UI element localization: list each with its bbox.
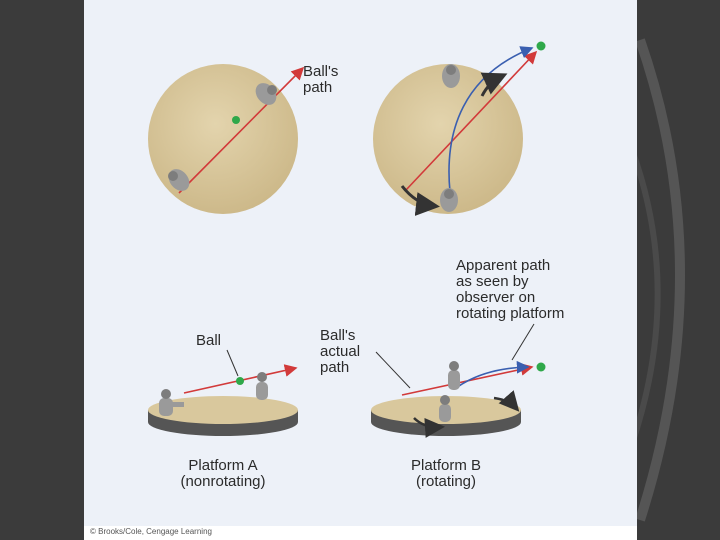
platform-a-label-line: Platform A [188, 457, 258, 474]
apparent-path-label: Apparent path as seen by observer on rot… [456, 258, 564, 322]
person-icon [442, 64, 460, 88]
apparent-path-label-line: Apparent path [456, 257, 551, 274]
coriolis-diagram [148, 41, 546, 438]
balls-path-label-line: path [303, 79, 333, 96]
copyright-text: © Brooks/Cole, Cengage Learning [90, 527, 212, 536]
platform-b-label: Platform B (rotating) [394, 458, 498, 490]
rotation-arrow-icon [480, 72, 508, 97]
rotation-arrow-icon [493, 390, 520, 412]
person-icon [439, 395, 451, 422]
platform-b-top-view [373, 64, 523, 214]
rotation-arrow-icon [400, 185, 440, 216]
ball-path-line [178, 66, 305, 194]
apparent-path-label-line: rotating platform [456, 305, 565, 322]
figure-panel: Ball's path Apparent path as seen by obs… [84, 0, 637, 526]
apparent-path-label-line: observer on [456, 289, 536, 306]
decorative-arc [635, 38, 685, 522]
balls-actual-path-label-line: Ball's [320, 327, 356, 344]
platform-a-label: Platform A (nonrotating) [168, 458, 278, 490]
ball-icon [536, 41, 546, 51]
balls-actual-path-label: Ball's actual path [320, 328, 360, 376]
person-icon [448, 361, 460, 390]
platform-a-label-line: (nonrotating) [180, 473, 266, 490]
balls-path-label: Ball's path [303, 64, 338, 96]
ball-icon [236, 377, 244, 385]
copyright-strip: © Brooks/Cole, Cengage Learning [84, 526, 637, 540]
platform-a-side-view [148, 396, 298, 436]
rotation-arrow-icon [413, 417, 445, 438]
balls-path-label-line: Ball's [303, 63, 339, 80]
ball-icon [536, 362, 546, 372]
apparent-path-curve [448, 46, 534, 193]
apparent-path-label-line: as seen by [456, 273, 529, 290]
person-icon [256, 372, 268, 400]
actual-path-line [405, 50, 538, 191]
ball-icon [232, 116, 240, 124]
platform-b-label-line: (rotating) [415, 473, 477, 490]
person-icon [168, 169, 190, 191]
apparent-path-curve [455, 360, 530, 389]
ball-label: Ball [196, 332, 222, 349]
person-icon [255, 83, 277, 105]
label-leader-line [511, 323, 535, 361]
platform-b-label-line: Platform B [410, 457, 482, 474]
person-icon [159, 389, 184, 416]
person-icon [440, 188, 458, 212]
label-leader-line [375, 351, 411, 389]
label-leader-line [226, 349, 239, 377]
balls-actual-path-label-line: actual [320, 343, 361, 360]
balls-actual-path-label-line: path [320, 359, 350, 376]
